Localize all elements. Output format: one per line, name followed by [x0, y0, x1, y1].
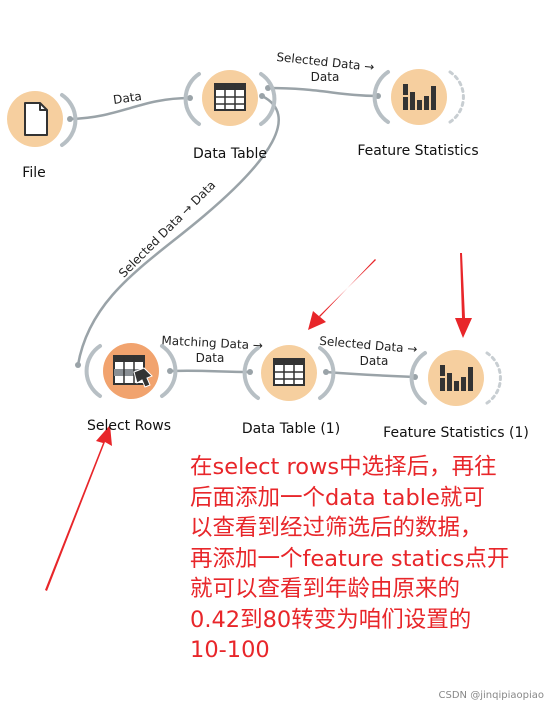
data-table-node-label: Data Table	[192, 146, 268, 162]
link-select-rows-to-data-table-1[interactable]	[169, 369, 251, 374]
red-arrow-to-feature-statistics-1	[455, 253, 472, 338]
data-table-1-node[interactable]	[242, 345, 336, 401]
link-label-table-stats-2: Data	[311, 70, 340, 84]
data-table-1-node-label: Data Table (1)	[241, 421, 341, 437]
link-label-table1-stats1-1: Selected Data →	[319, 334, 418, 357]
annotation-text: 在select rows中选择后，再往 后面添加一个data table就可 以…	[190, 452, 540, 666]
bar-chart-icon	[440, 365, 473, 391]
annotation-line: 就可以查看到年龄由原来的	[190, 576, 461, 602]
table-icon	[273, 358, 305, 386]
link-label-table-select: Selected Data → Data	[116, 178, 218, 280]
feature-statistics-1-node[interactable]	[409, 350, 502, 406]
annotation-line: 在select rows中选择后，再往	[190, 454, 497, 480]
annotation-line: 以查看到经过筛选后的数据，	[190, 515, 483, 541]
feature-statistics-node-label: Feature Statistics	[357, 143, 479, 159]
select-rows-node-label: Select Rows	[86, 418, 172, 434]
link-data-table-1-to-feature-statistics-1[interactable]	[325, 370, 416, 379]
watermark: CSDN @jinqipiaopiao	[438, 690, 544, 701]
link-data-table-to-feature-statistics[interactable]	[267, 86, 379, 98]
link-label-file-data: Data	[112, 89, 142, 107]
annotation-line: 10-100	[190, 637, 270, 663]
link-label-select-table1-1: Matching Data →	[161, 333, 263, 352]
select-rows-node[interactable]	[84, 343, 178, 399]
red-arrow-to-select-rows	[45, 425, 112, 591]
bar-chart-icon	[403, 84, 436, 110]
file-node-label: File	[22, 165, 46, 181]
link-label-select-table1-2: Data	[196, 351, 225, 365]
data-table-node[interactable]	[183, 70, 277, 126]
select-rows-icon	[113, 355, 153, 388]
annotation-line: 再添加一个feature statics点开	[190, 545, 510, 572]
file-icon	[24, 102, 48, 136]
annotation-line: 0.42到80转变为咱们设置的	[190, 606, 472, 633]
feature-statistics-node[interactable]	[372, 69, 465, 125]
annotation-line: 后面添加一个data table就可	[190, 484, 485, 511]
link-file-to-data-table[interactable]	[69, 96, 191, 121]
link-label-table1-stats1-2: Data	[360, 354, 389, 368]
feature-statistics-1-node-label: Feature Statistics (1)	[383, 425, 529, 441]
red-arrow-to-data-table-1	[308, 259, 376, 330]
link-data-table-to-select-rows[interactable]	[76, 94, 280, 366]
file-node[interactable]	[7, 91, 78, 147]
table-icon	[214, 83, 246, 111]
